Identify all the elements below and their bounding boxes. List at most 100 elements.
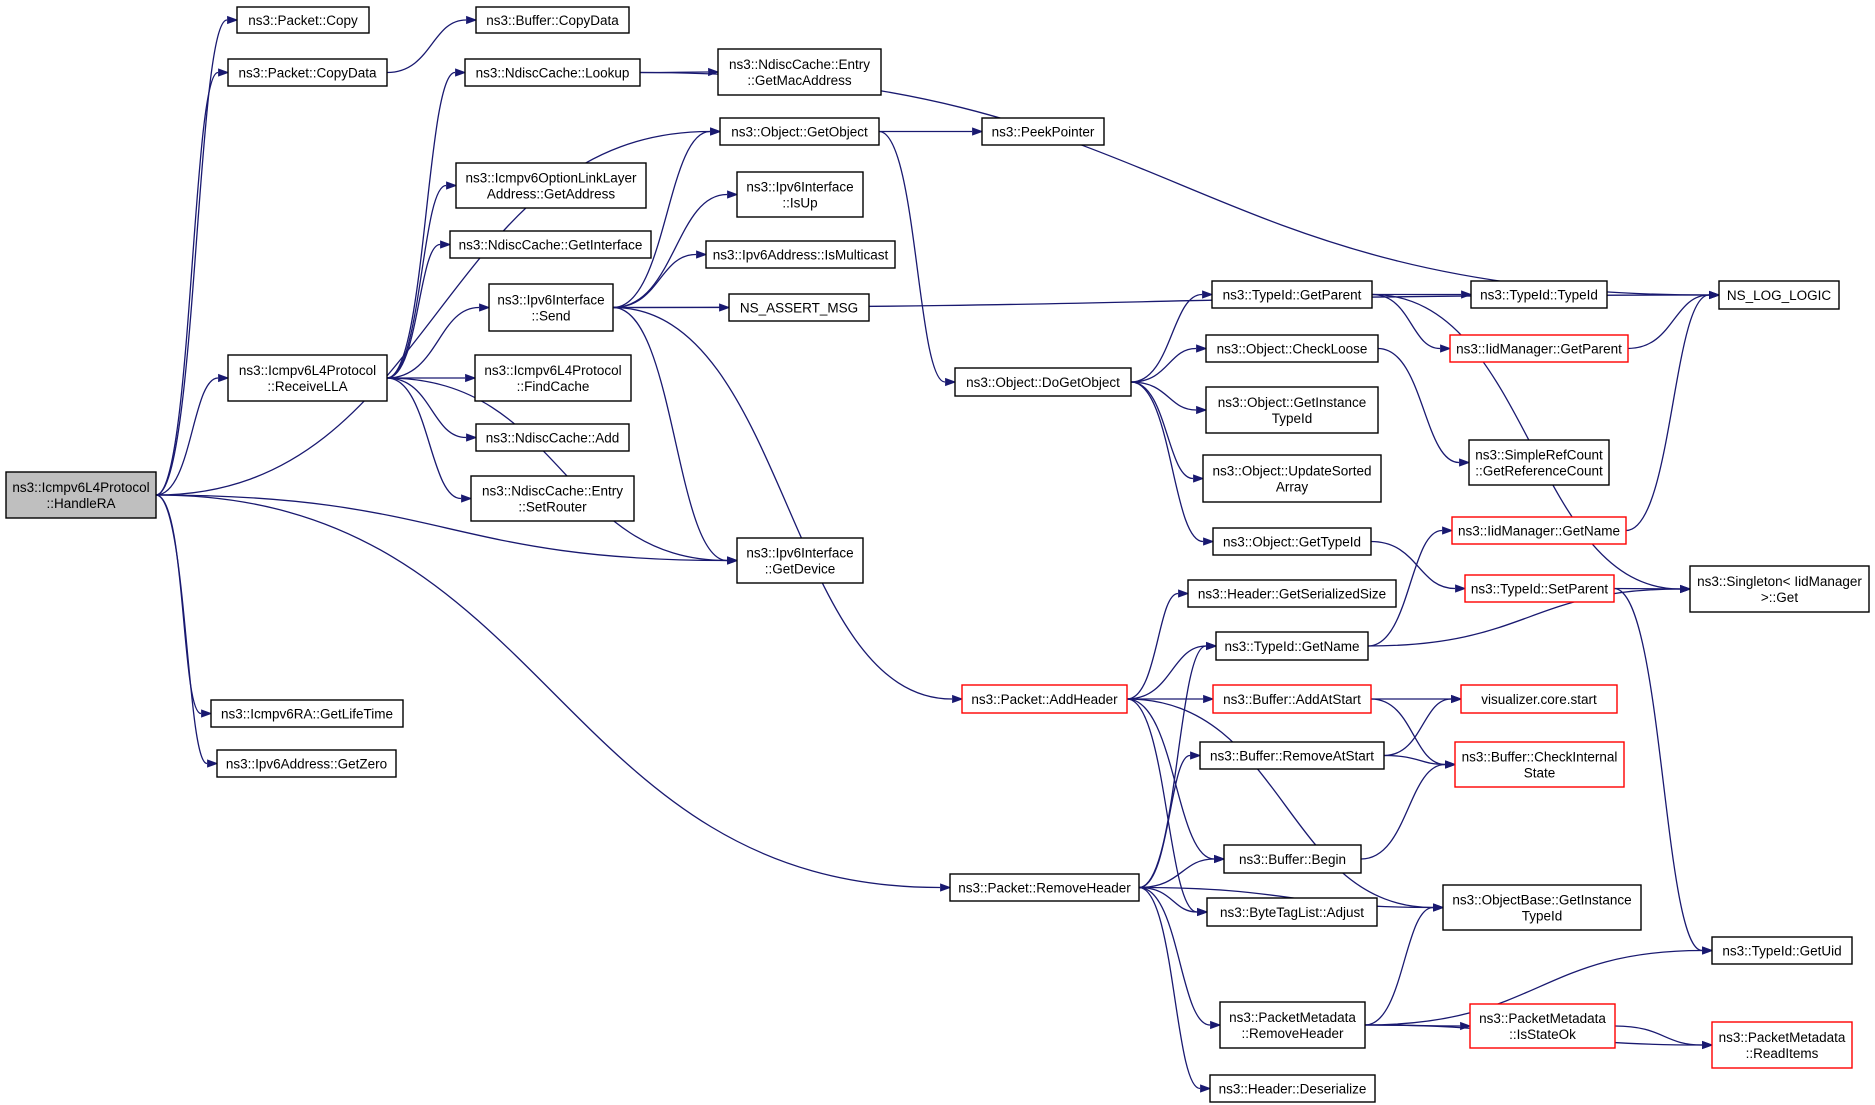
node-typeid-setparent[interactable]: ns3::TypeId::SetParent bbox=[1464, 574, 1615, 603]
node-typeid-typeid[interactable]: ns3::TypeId::TypeId bbox=[1470, 280, 1608, 309]
call-edge-typeid-getname-to-singleton-get bbox=[1367, 588, 1681, 647]
node-pkt-removeheader[interactable]: ns3::Packet::RemoveHeader bbox=[949, 873, 1140, 902]
node-ra-getlifetime[interactable]: ns3::Icmpv6RA::GetLifeTime bbox=[210, 699, 404, 728]
call-edge-pkt-addheader-to-bytetaglist-adjust bbox=[1126, 698, 1198, 913]
node-pkt-copy[interactable]: ns3::Packet::Copy bbox=[236, 6, 370, 34]
node-label: ns3::Buffer::CopyData bbox=[486, 13, 619, 28]
node-label: ns3::Object::UpdateSorted bbox=[1212, 464, 1371, 479]
node-pkt-copydata[interactable]: ns3::Packet::CopyData bbox=[227, 58, 388, 87]
node-ipv6addr-ismulticast[interactable]: ns3::Ipv6Address::IsMulticast bbox=[705, 240, 896, 269]
node-obj-gettypeid[interactable]: ns3::Object::GetTypeId bbox=[1212, 527, 1372, 556]
node-box bbox=[1219, 1001, 1366, 1049]
node-label: ns3::Buffer::RemoveAtStart bbox=[1210, 749, 1374, 764]
node-hdr-deserialize[interactable]: ns3::Header::Deserialize bbox=[1209, 1074, 1376, 1103]
node-pm-readitems[interactable]: ns3::PacketMetadata::ReadItems bbox=[1711, 1021, 1853, 1069]
call-edge-obj-dogetobject-to-obj-gettypeid bbox=[1130, 381, 1204, 543]
node-buf-copydata[interactable]: ns3::Buffer::CopyData bbox=[475, 6, 630, 34]
call-edge-obj-dogetobject-to-obj-getinstancetypeid bbox=[1130, 381, 1197, 411]
node-buf-addatstart[interactable]: ns3::Buffer::AddAtStart bbox=[1212, 684, 1372, 714]
node-box bbox=[1187, 579, 1397, 608]
arrowhead-icon bbox=[1202, 290, 1214, 299]
node-obj-getobject[interactable]: ns3::Object::GetObject bbox=[719, 117, 880, 146]
arrowhead-icon bbox=[1203, 537, 1215, 546]
node-box bbox=[1711, 936, 1853, 965]
node-typeid-getname[interactable]: ns3::TypeId::GetName bbox=[1215, 631, 1369, 661]
node-label: ns3::IidManager::GetName bbox=[1458, 524, 1620, 539]
node-box bbox=[1199, 741, 1385, 770]
node-receivella[interactable]: ns3::Icmpv6L4Protocol::ReceiveLLA bbox=[227, 354, 388, 402]
node-box bbox=[236, 6, 370, 34]
node-nd-lookup[interactable]: ns3::NdiscCache::Lookup bbox=[464, 58, 641, 87]
arrowhead-icon bbox=[1433, 903, 1445, 912]
node-buf-begin[interactable]: ns3::Buffer::Begin bbox=[1223, 844, 1362, 874]
arrowhead-icon bbox=[1680, 584, 1692, 594]
node-nd-getinterface[interactable]: ns3::NdiscCache::GetInterface bbox=[449, 230, 652, 259]
call-edge-handlera-to-ra-getlifetime bbox=[155, 494, 202, 715]
node-label: Array bbox=[1276, 480, 1309, 495]
call-edge-handlera-to-ipv6addr-getzero bbox=[155, 494, 208, 765]
node-singleton-get[interactable]: ns3::Singleton< IidManager>::Get bbox=[1689, 565, 1870, 613]
node-pm-isstateok[interactable]: ns3::PacketMetadata::IsStateOk bbox=[1469, 1003, 1616, 1049]
node-obj-checkloose[interactable]: ns3::Object::CheckLoose bbox=[1205, 334, 1379, 363]
node-label: ns3::Ipv6Interface bbox=[497, 293, 604, 308]
node-label: >::Get bbox=[1761, 590, 1798, 605]
node-label: TypeId bbox=[1522, 909, 1563, 924]
call-edge-iid-getparent-to-ns-log-logic bbox=[1627, 294, 1710, 350]
node-label: ns3::Icmpv6L4Protocol bbox=[239, 363, 376, 378]
node-nd-entry-setrouter[interactable]: ns3::NdiscCache::Entry::SetRouter bbox=[470, 475, 635, 522]
node-label: ::ReceiveLLA bbox=[267, 379, 347, 394]
node-optlla-getaddr[interactable]: ns3::Icmpv6OptionLinkLayerAddress::GetAd… bbox=[455, 162, 647, 209]
node-box bbox=[1212, 527, 1372, 556]
node-handlera[interactable]: ns3::Icmpv6L4Protocol::HandleRA bbox=[5, 471, 157, 519]
arrowhead-icon bbox=[727, 556, 739, 565]
node-box bbox=[1711, 1021, 1853, 1069]
node-typeid-getuid[interactable]: ns3::TypeId::GetUid bbox=[1711, 936, 1853, 965]
node-ipv6if-isup[interactable]: ns3::Ipv6Interface::IsUp bbox=[736, 171, 864, 218]
node-box bbox=[1454, 741, 1625, 788]
node-iid-getparent[interactable]: ns3::IidManager::GetParent bbox=[1449, 334, 1629, 363]
node-ipv6if-send[interactable]: ns3::Ipv6Interface::Send bbox=[488, 283, 614, 332]
node-nd-entry-getmac[interactable]: ns3::NdiscCache::Entry::GetMacAddress bbox=[717, 48, 882, 96]
arrowhead-icon bbox=[1709, 290, 1721, 300]
node-obj-dogetobject[interactable]: ns3::Object::DoGetObject bbox=[954, 367, 1132, 397]
node-label: ns3::Header::Deserialize bbox=[1219, 1082, 1367, 1097]
node-ns-log-logic[interactable]: NS_LOG_LOGIC bbox=[1718, 280, 1840, 310]
node-iid-getname[interactable]: ns3::IidManager::GetName bbox=[1451, 516, 1627, 545]
node-typeid-getparent[interactable]: ns3::TypeId::GetParent bbox=[1211, 280, 1373, 309]
node-hdr-getserializedsize[interactable]: ns3::Header::GetSerializedSize bbox=[1187, 579, 1397, 608]
node-simplerefcount[interactable]: ns3::SimpleRefCount::GetReferenceCount bbox=[1468, 439, 1610, 486]
node-ipv6if-getdevice[interactable]: ns3::Ipv6Interface::GetDevice bbox=[736, 537, 864, 584]
node-label: TypeId bbox=[1272, 411, 1313, 426]
node-ipv6addr-getzero[interactable]: ns3::Ipv6Address::GetZero bbox=[216, 749, 397, 778]
arrowhead-icon bbox=[1206, 641, 1218, 651]
call-edge-buf-addatstart-to-buf-checkinternal bbox=[1370, 698, 1446, 766]
node-findcache[interactable]: ns3::Icmpv6L4Protocol::FindCache bbox=[474, 354, 632, 402]
node-box bbox=[1212, 684, 1372, 714]
node-bytetaglist-adjust[interactable]: ns3::ByteTagList::Adjust bbox=[1206, 897, 1378, 927]
node-label: ::GetDevice bbox=[765, 562, 836, 577]
node-ns-assert-msg[interactable]: NS_ASSERT_MSG bbox=[728, 293, 870, 322]
arrowhead-icon bbox=[440, 240, 452, 249]
node-box bbox=[949, 873, 1140, 902]
node-peekpointer[interactable]: ns3::PeekPointer bbox=[981, 117, 1105, 146]
node-viz-start[interactable]: visualizer.core.start bbox=[1460, 684, 1618, 714]
node-buf-removeatstart[interactable]: ns3::Buffer::RemoveAtStart bbox=[1199, 741, 1385, 770]
call-edge-pm-removeheader-to-typeid-getuid bbox=[1364, 949, 1703, 1026]
node-label: ns3::Object::GetTypeId bbox=[1223, 535, 1361, 550]
node-pkt-addheader[interactable]: ns3::Packet::AddHeader bbox=[961, 684, 1128, 714]
node-label: ns3::PacketMetadata bbox=[1719, 1030, 1846, 1045]
node-box bbox=[954, 367, 1132, 397]
node-box bbox=[1689, 565, 1870, 613]
node-box bbox=[470, 475, 635, 522]
node-label: ns3::NdiscCache::GetInterface bbox=[459, 238, 643, 253]
node-pm-removeheader[interactable]: ns3::PacketMetadata::RemoveHeader bbox=[1219, 1001, 1366, 1049]
node-label: visualizer.core.start bbox=[1481, 692, 1597, 707]
call-edge-receivella-to-ipv6if-getdevice bbox=[386, 377, 728, 562]
node-box bbox=[488, 283, 614, 332]
node-nd-add[interactable]: ns3::NdiscCache::Add bbox=[475, 423, 630, 452]
call-edge-buf-removeatstart-to-viz-start bbox=[1383, 698, 1452, 757]
